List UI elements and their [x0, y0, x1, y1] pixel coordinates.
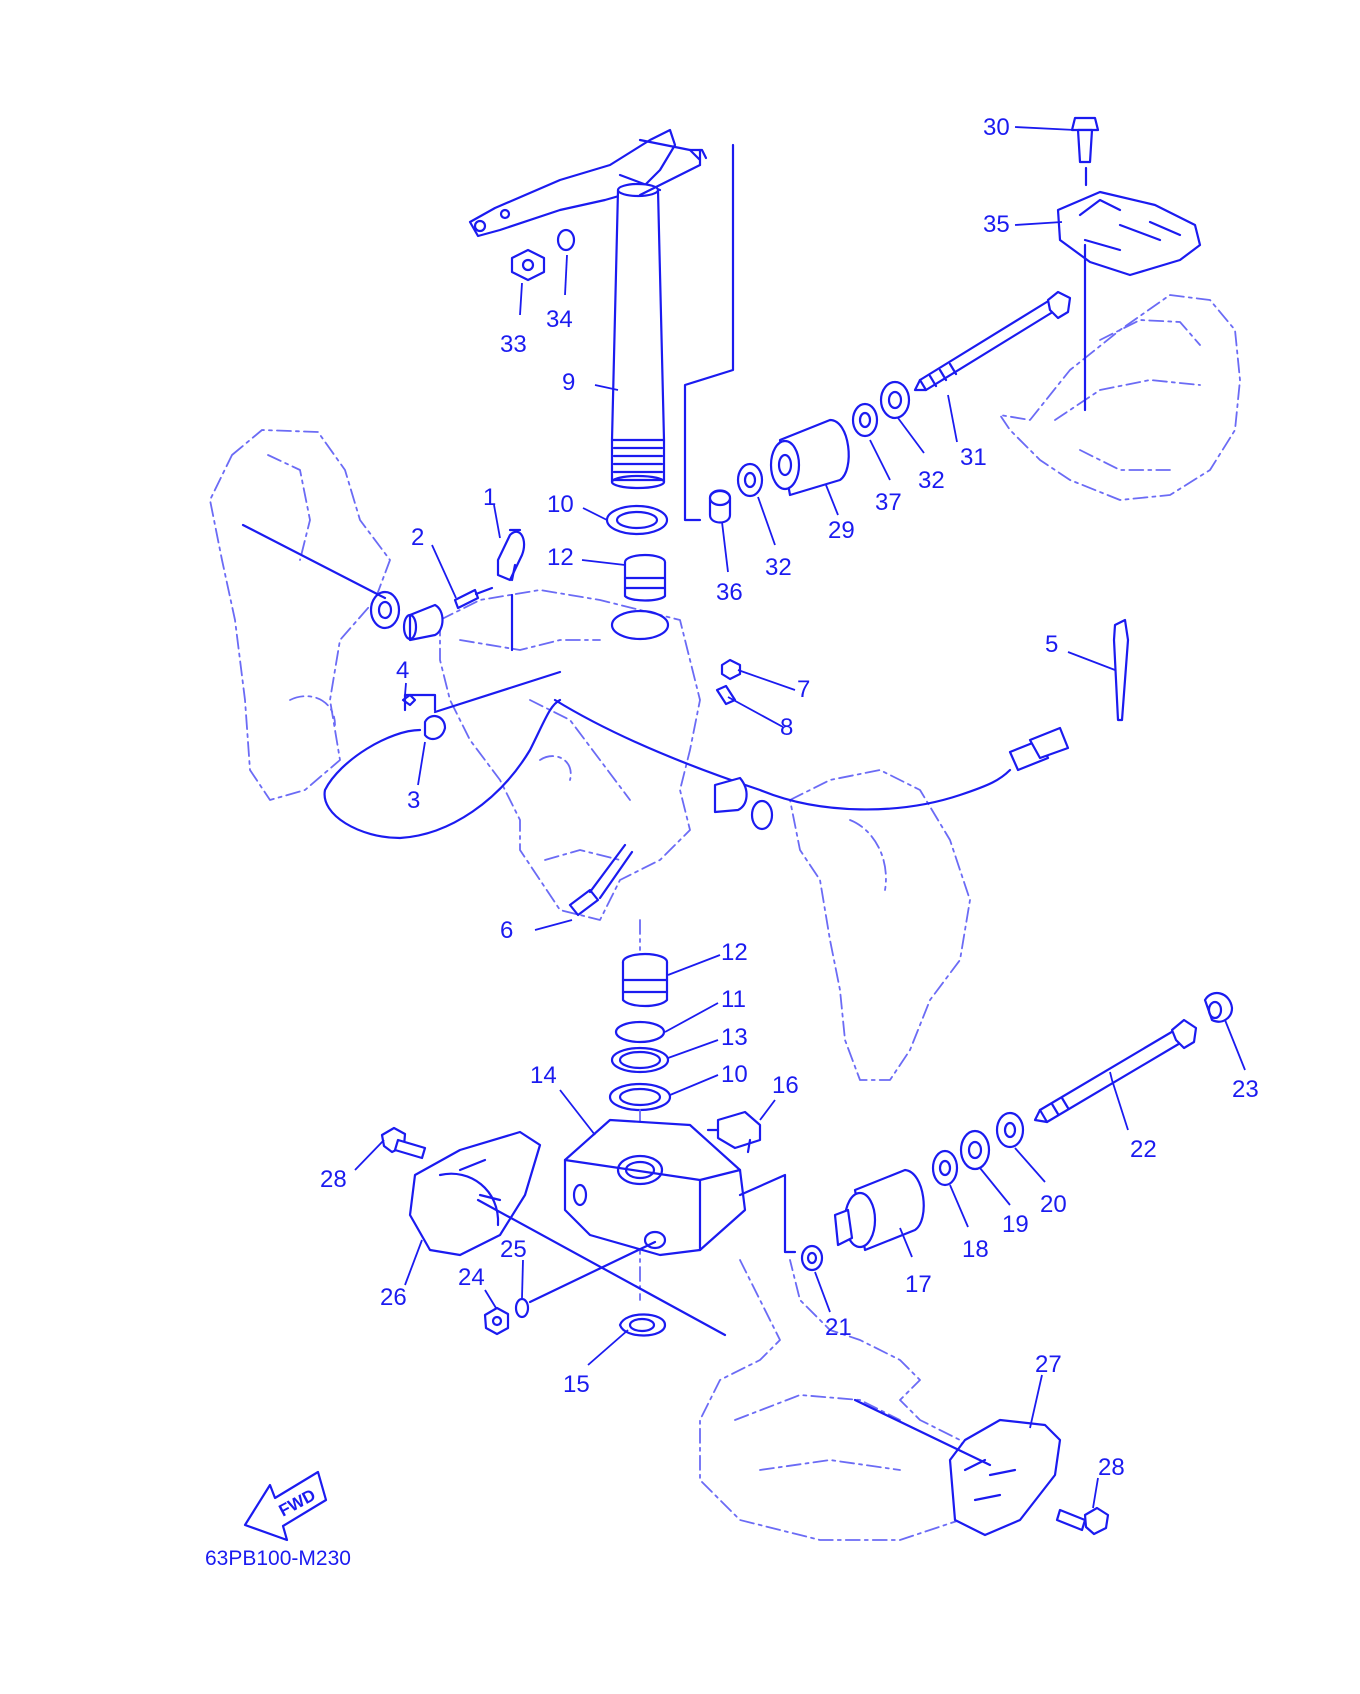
- callout-21: 21: [825, 1314, 852, 1341]
- callout-9: 9: [562, 369, 575, 396]
- callout-1: 1: [483, 484, 496, 511]
- callout-29: 29: [828, 517, 855, 544]
- callouts: 1 2 3 4 5 6 7 8 9 10 10 11 12 12 13 14 1…: [320, 114, 1259, 1481]
- callout-36: 36: [716, 579, 743, 606]
- rubber-mount-lower: [833, 1168, 925, 1252]
- callout-3: 3: [407, 787, 420, 814]
- callout-17: 17: [905, 1271, 932, 1298]
- mount-bracket-upper: [1056, 190, 1202, 277]
- callout-10-upper: 10: [547, 491, 574, 518]
- callout-10-lower: 10: [721, 1061, 748, 1088]
- rubber-mount-upper: [769, 418, 850, 497]
- callout-32-lower: 32: [765, 554, 792, 581]
- callout-31: 31: [960, 444, 987, 471]
- callout-5: 5: [1045, 631, 1058, 658]
- fwd-arrow: FWD: [243, 1470, 328, 1542]
- callout-19: 19: [1002, 1211, 1029, 1238]
- callout-16: 16: [772, 1072, 799, 1099]
- callout-28-lower: 28: [1098, 1454, 1125, 1481]
- diagram-code: 63PB100-M230: [205, 1547, 351, 1570]
- callout-11: 11: [721, 986, 746, 1013]
- parts: FWD: [241, 116, 1234, 1542]
- leader-lines: [354, 126, 1246, 1509]
- callout-4: 4: [396, 657, 409, 684]
- callout-18: 18: [962, 1236, 989, 1263]
- callout-33: 33: [500, 331, 527, 358]
- damper-plate-right: [948, 1418, 1062, 1537]
- callout-8: 8: [780, 714, 793, 741]
- bushing-lower: [621, 952, 669, 1008]
- damper-plate-left: [408, 1130, 542, 1257]
- callout-20: 20: [1040, 1191, 1067, 1218]
- callout-34: 34: [546, 306, 573, 333]
- callout-13: 13: [721, 1024, 748, 1051]
- steering-arm: [468, 128, 677, 238]
- callout-23: 23: [1232, 1076, 1259, 1103]
- callout-37: 37: [875, 489, 902, 516]
- callout-32-upper: 32: [918, 467, 945, 494]
- steering-shaft: [610, 182, 666, 490]
- steering-yoke: [563, 1118, 747, 1257]
- callout-2: 2: [411, 524, 424, 551]
- callout-14: 14: [530, 1062, 557, 1089]
- callout-6: 6: [500, 917, 513, 944]
- callout-35: 35: [983, 211, 1010, 238]
- callout-7: 7: [797, 676, 810, 703]
- callout-25: 25: [500, 1236, 527, 1263]
- callout-12-lower: 12: [721, 939, 748, 966]
- callout-15: 15: [563, 1371, 590, 1398]
- callout-30: 30: [983, 114, 1010, 141]
- phantom-outlines: [209, 294, 1241, 1541]
- callout-22: 22: [1130, 1136, 1157, 1163]
- bushing-upper: [623, 553, 667, 602]
- callout-24: 24: [458, 1264, 485, 1291]
- callout-27: 27: [1035, 1351, 1062, 1378]
- callout-12-upper: 12: [547, 544, 574, 571]
- callout-26: 26: [380, 1284, 407, 1311]
- callout-28-upper: 28: [320, 1166, 347, 1193]
